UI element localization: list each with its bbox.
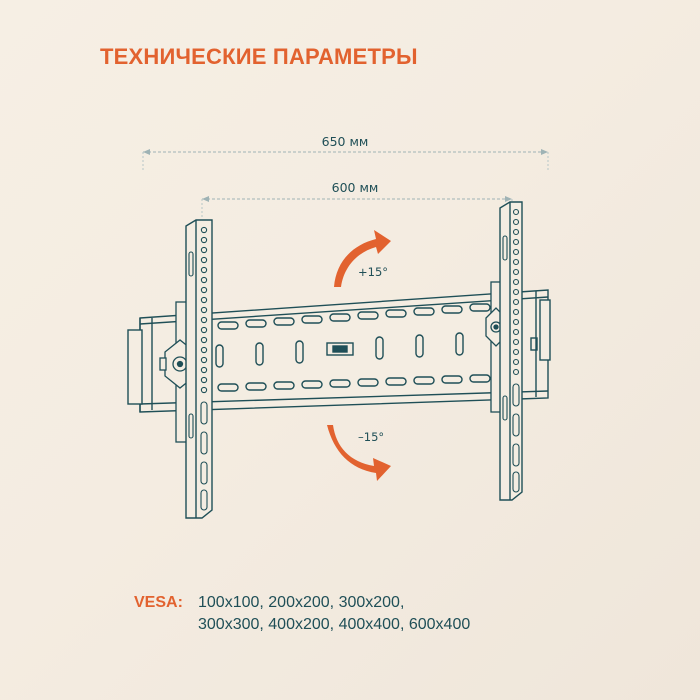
tilt-up-label: +15° (358, 265, 388, 279)
vesa-label: VESA: (134, 594, 183, 611)
dimension-outer: 650 мм (142, 134, 549, 172)
top-slots (217, 303, 491, 330)
bubble-level (326, 342, 354, 356)
dimension-inner: 600 мм (201, 180, 513, 218)
tilt-down-label: –15° (358, 430, 384, 444)
vertical-slots (215, 332, 464, 368)
dimension-outer-label: 650 мм (322, 134, 369, 149)
bottom-slots (217, 374, 491, 392)
vesa-values-line-1: 100x100, 200x200, 300x200, (198, 594, 405, 611)
page-title: ТЕХНИЧЕСКИЕ ПАРАМЕТРЫ (100, 44, 418, 69)
left-bracket (185, 219, 213, 519)
right-bracket (499, 201, 523, 501)
vesa-values-line-2: 300x300, 400x200, 400x400, 600x400 (198, 616, 471, 633)
tilt-down-arrow-icon (327, 425, 391, 481)
tilt-up-arrow-icon (334, 230, 391, 287)
dimension-inner-label: 600 мм (332, 180, 379, 195)
